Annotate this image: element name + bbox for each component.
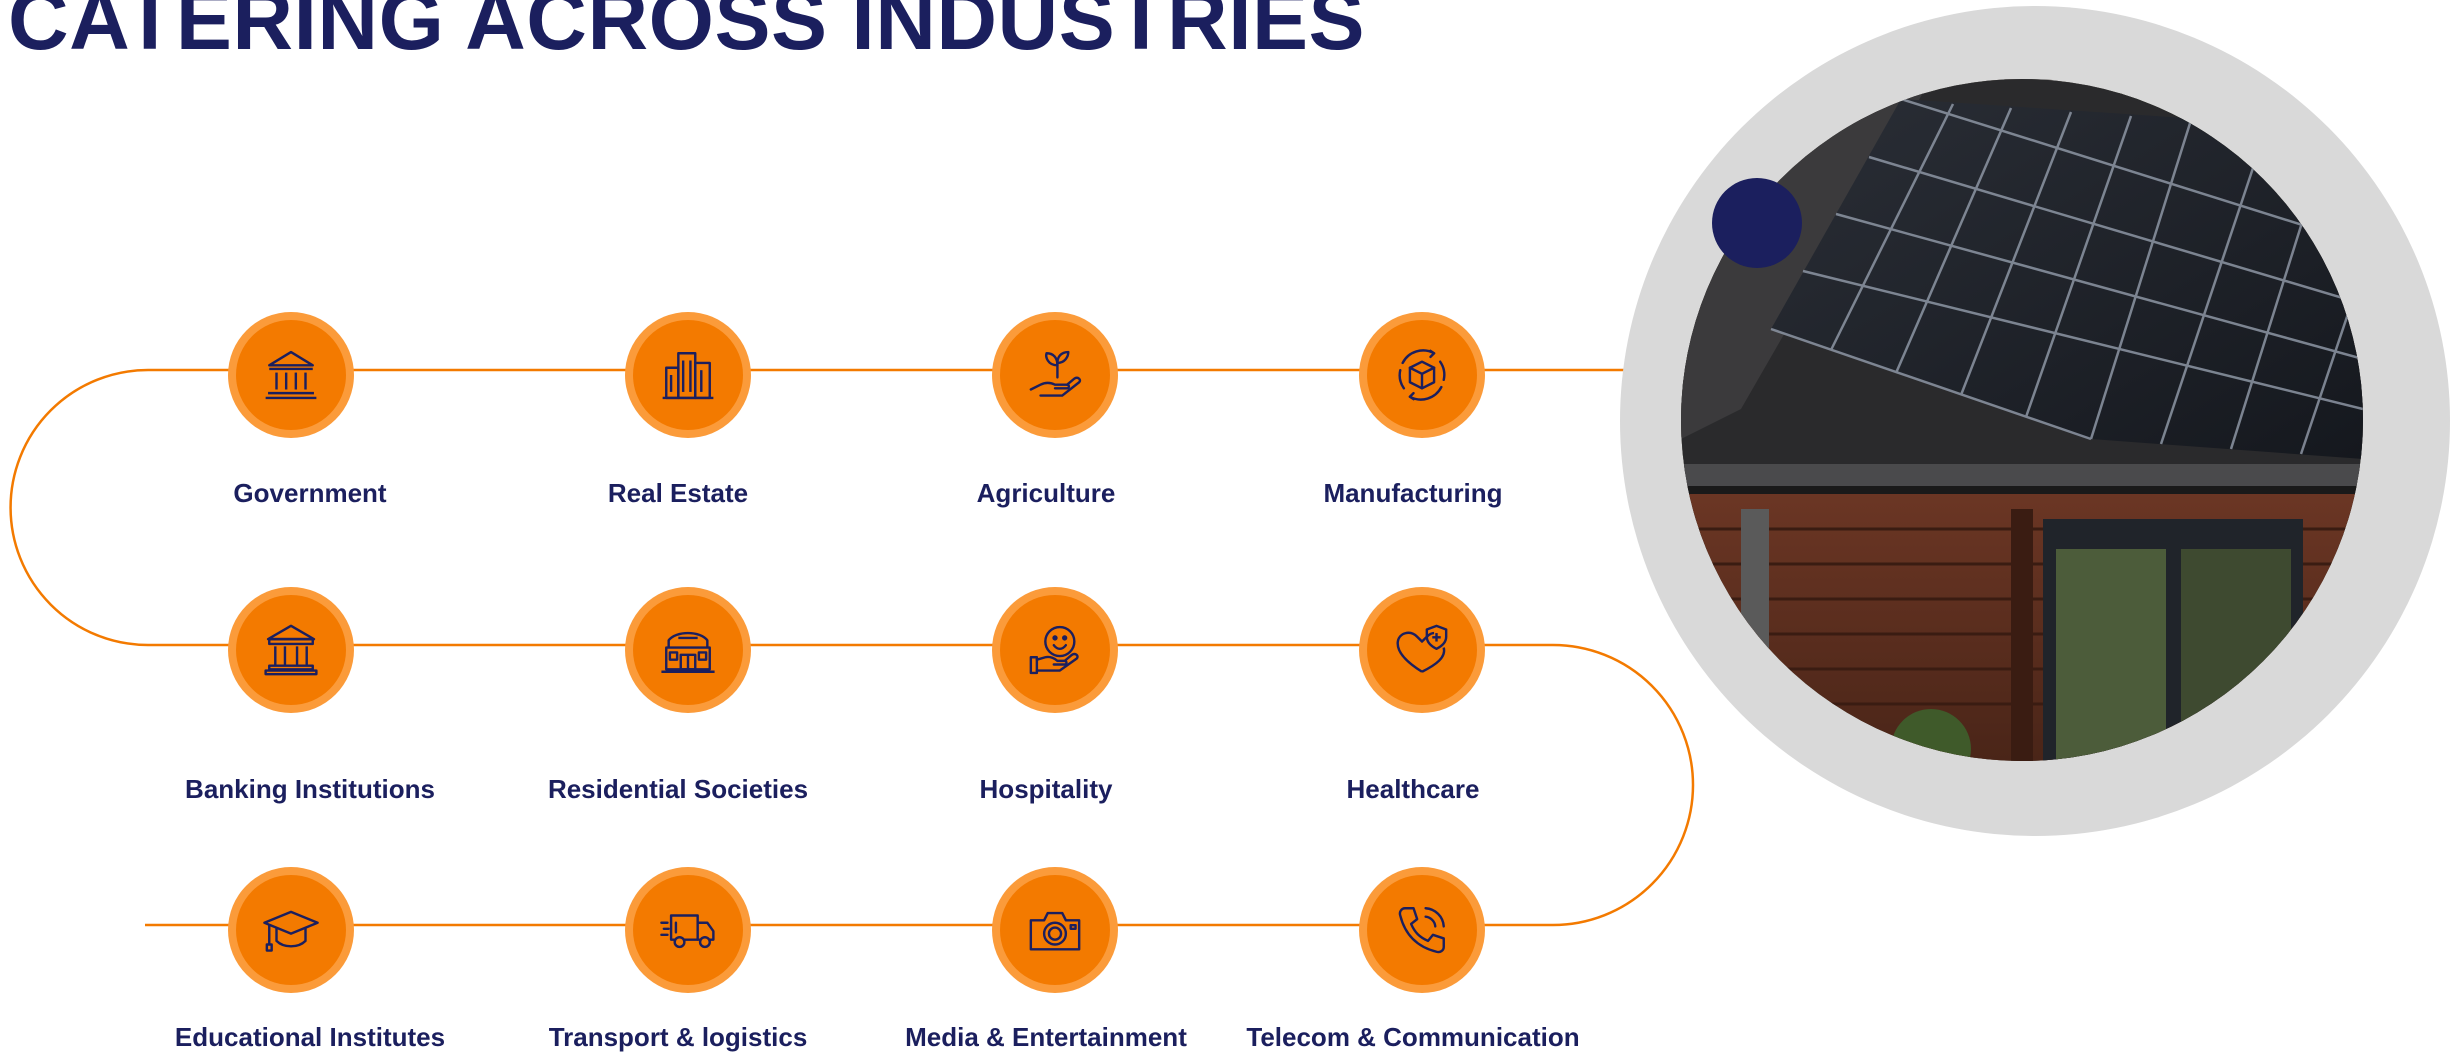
label-media: Media & Entertainment	[905, 1022, 1187, 1052]
industry-manufacturing	[1359, 312, 1485, 438]
label-transport: Transport & logistics	[548, 1022, 808, 1052]
accent-dot	[1712, 178, 1802, 268]
label-education: Educational Institutes	[174, 1022, 446, 1052]
residential-building-icon	[661, 631, 715, 673]
label-government: Government	[233, 478, 387, 508]
solar-panel-roof-illustration	[1681, 79, 2363, 761]
government-building-icon	[265, 350, 317, 400]
bank-icon	[264, 624, 318, 676]
delivery-truck-icon	[660, 914, 715, 949]
industry-healthcare	[1359, 587, 1485, 713]
box-cycle-icon	[1398, 349, 1446, 401]
label-healthcare: Healthcare	[1346, 774, 1480, 804]
industry-agriculture	[992, 312, 1118, 438]
industry-telecom	[1359, 867, 1485, 993]
industry-banking	[228, 587, 354, 713]
industry-real-estate	[625, 312, 751, 438]
phone-call-icon	[1398, 907, 1445, 954]
page-title: CATERING ACROSS INDUSTRIES	[8, 0, 1366, 67]
label-real-estate: Real Estate	[607, 478, 749, 508]
plant-in-hand-icon	[1029, 350, 1082, 397]
label-hospitality: Hospitality	[979, 774, 1113, 804]
graduation-cap-icon	[263, 910, 319, 952]
heart-shield-icon	[1396, 624, 1448, 673]
industry-transport	[625, 867, 751, 993]
smile-hand-icon	[1029, 625, 1079, 675]
industry-education	[228, 867, 354, 993]
industry-media	[992, 867, 1118, 993]
solar-roof-photo	[1681, 79, 2363, 761]
label-agriculture: Agriculture	[976, 478, 1116, 508]
label-residential: Residential Societies	[547, 774, 809, 804]
camera-icon	[1029, 911, 1081, 951]
industry-government	[228, 312, 354, 438]
label-manufacturing: Manufacturing	[1323, 478, 1503, 508]
label-banking: Banking Institutions	[185, 774, 435, 804]
industry-hospitality	[992, 587, 1118, 713]
label-telecom: Telecom & Communication	[1246, 1022, 1580, 1052]
skyscraper-icon	[662, 352, 714, 400]
industry-residential	[625, 587, 751, 713]
